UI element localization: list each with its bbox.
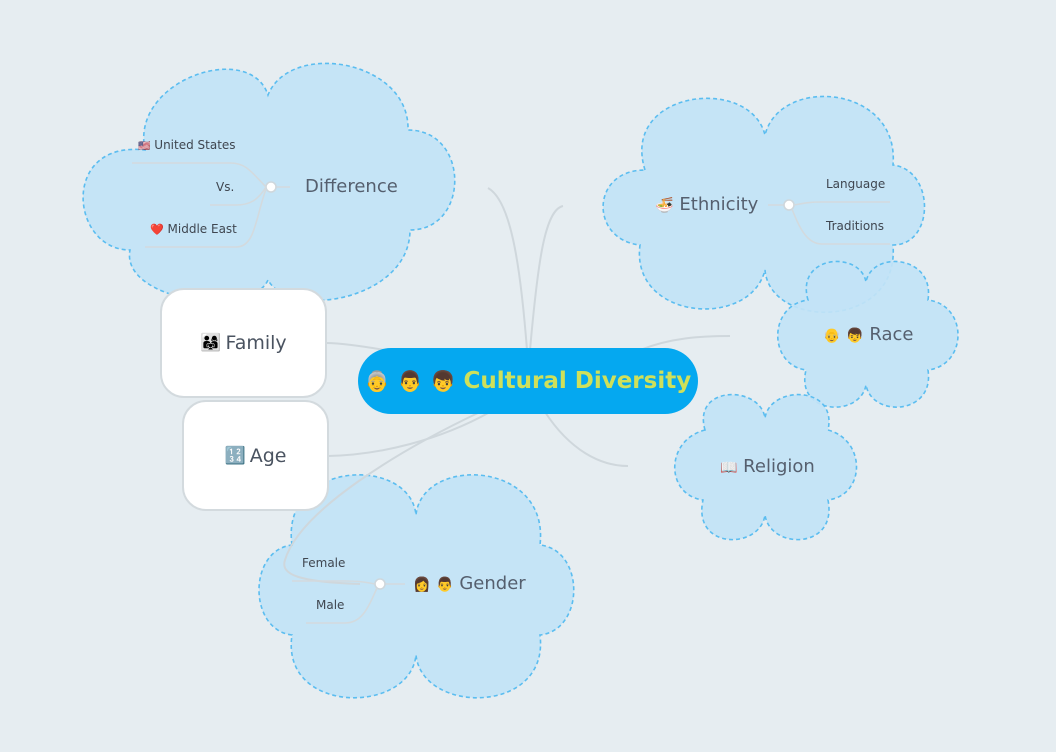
central-topic-title: Cultural Diversity — [463, 368, 692, 394]
subtopic-united-states-label: United States — [154, 138, 236, 152]
connector-race — [639, 335, 731, 351]
topic-gender-label: Gender — [459, 573, 526, 594]
connector-age — [327, 411, 491, 457]
topic-age[interactable]: 🔢 Age — [182, 400, 329, 511]
boy-face-icon: 👦 — [430, 370, 456, 393]
topic-age-label: Age — [249, 444, 287, 467]
connector-family — [325, 342, 386, 351]
subtopic-middle-east-label: Middle East — [167, 222, 237, 236]
ethnicity-cloud — [602, 95, 926, 314]
man-icon: 👨 — [436, 577, 454, 593]
connector-religion — [544, 411, 629, 467]
ethnicity-joint — [783, 199, 795, 211]
heart-icon: ❤️ — [150, 223, 164, 236]
difference-joint — [265, 181, 277, 193]
subtopic-male[interactable]: Male — [316, 598, 345, 612]
subtopic-united-states[interactable]: 🇺🇸 United States — [138, 138, 236, 152]
family-icon: 👨‍👩‍👧 — [200, 333, 222, 352]
topic-religion-label: Religion — [743, 456, 815, 477]
topic-family-label: Family — [225, 332, 287, 354]
gender-cloud — [258, 474, 575, 699]
subtopic-female[interactable]: Female — [302, 556, 346, 570]
central-topic[interactable]: 👵 👨 👦 Cultural Diversity — [358, 348, 698, 414]
connector-difference — [487, 187, 528, 351]
connector-male — [306, 587, 378, 624]
numbers-icon: 🔢 — [224, 445, 246, 465]
woman-icon: 👩 — [413, 577, 431, 593]
noodle-bowl-icon: 🍜 — [655, 196, 674, 214]
man-face-icon: 👨 — [397, 370, 423, 393]
topic-family[interactable]: 👨‍👩‍👧 Family — [160, 288, 327, 398]
subtopic-middle-east[interactable]: ❤️ Middle East — [150, 222, 237, 236]
old-man-icon: 👴 — [823, 328, 841, 344]
subtopic-vs[interactable]: Vs. — [216, 180, 235, 194]
connector-ethnicity — [529, 205, 564, 351]
connector-gender — [283, 411, 481, 585]
grandmother-icon: 👵 — [364, 370, 390, 393]
topic-ethnicity[interactable]: 🍜 Ethnicity — [655, 194, 758, 215]
us-flag-icon: 🇺🇸 — [138, 141, 151, 152]
connector-vs — [210, 186, 267, 206]
topic-religion[interactable]: 📖 Religion — [720, 456, 815, 477]
subtopic-language[interactable]: Language — [826, 177, 886, 191]
religion-cloud — [673, 393, 858, 541]
topic-race-label: Race — [869, 324, 914, 345]
subtopic-traditions[interactable]: Traditions — [826, 219, 885, 233]
gender-joint — [374, 578, 386, 590]
topic-gender[interactable]: 👩 👨 Gender — [413, 573, 526, 594]
topic-race[interactable]: 👴 👦 Race — [823, 324, 913, 345]
topic-ethnicity-label: Ethnicity — [679, 194, 759, 215]
connector-united-states — [132, 162, 267, 188]
topic-difference-label[interactable]: Difference — [305, 176, 398, 197]
race-cloud — [776, 260, 959, 408]
connector-middle-east — [145, 188, 267, 248]
connector-traditions — [791, 208, 890, 245]
book-icon: 📖 — [720, 460, 738, 476]
connector-language — [793, 201, 890, 206]
connector-female — [292, 580, 376, 585]
boy-icon: 👦 — [846, 328, 864, 344]
